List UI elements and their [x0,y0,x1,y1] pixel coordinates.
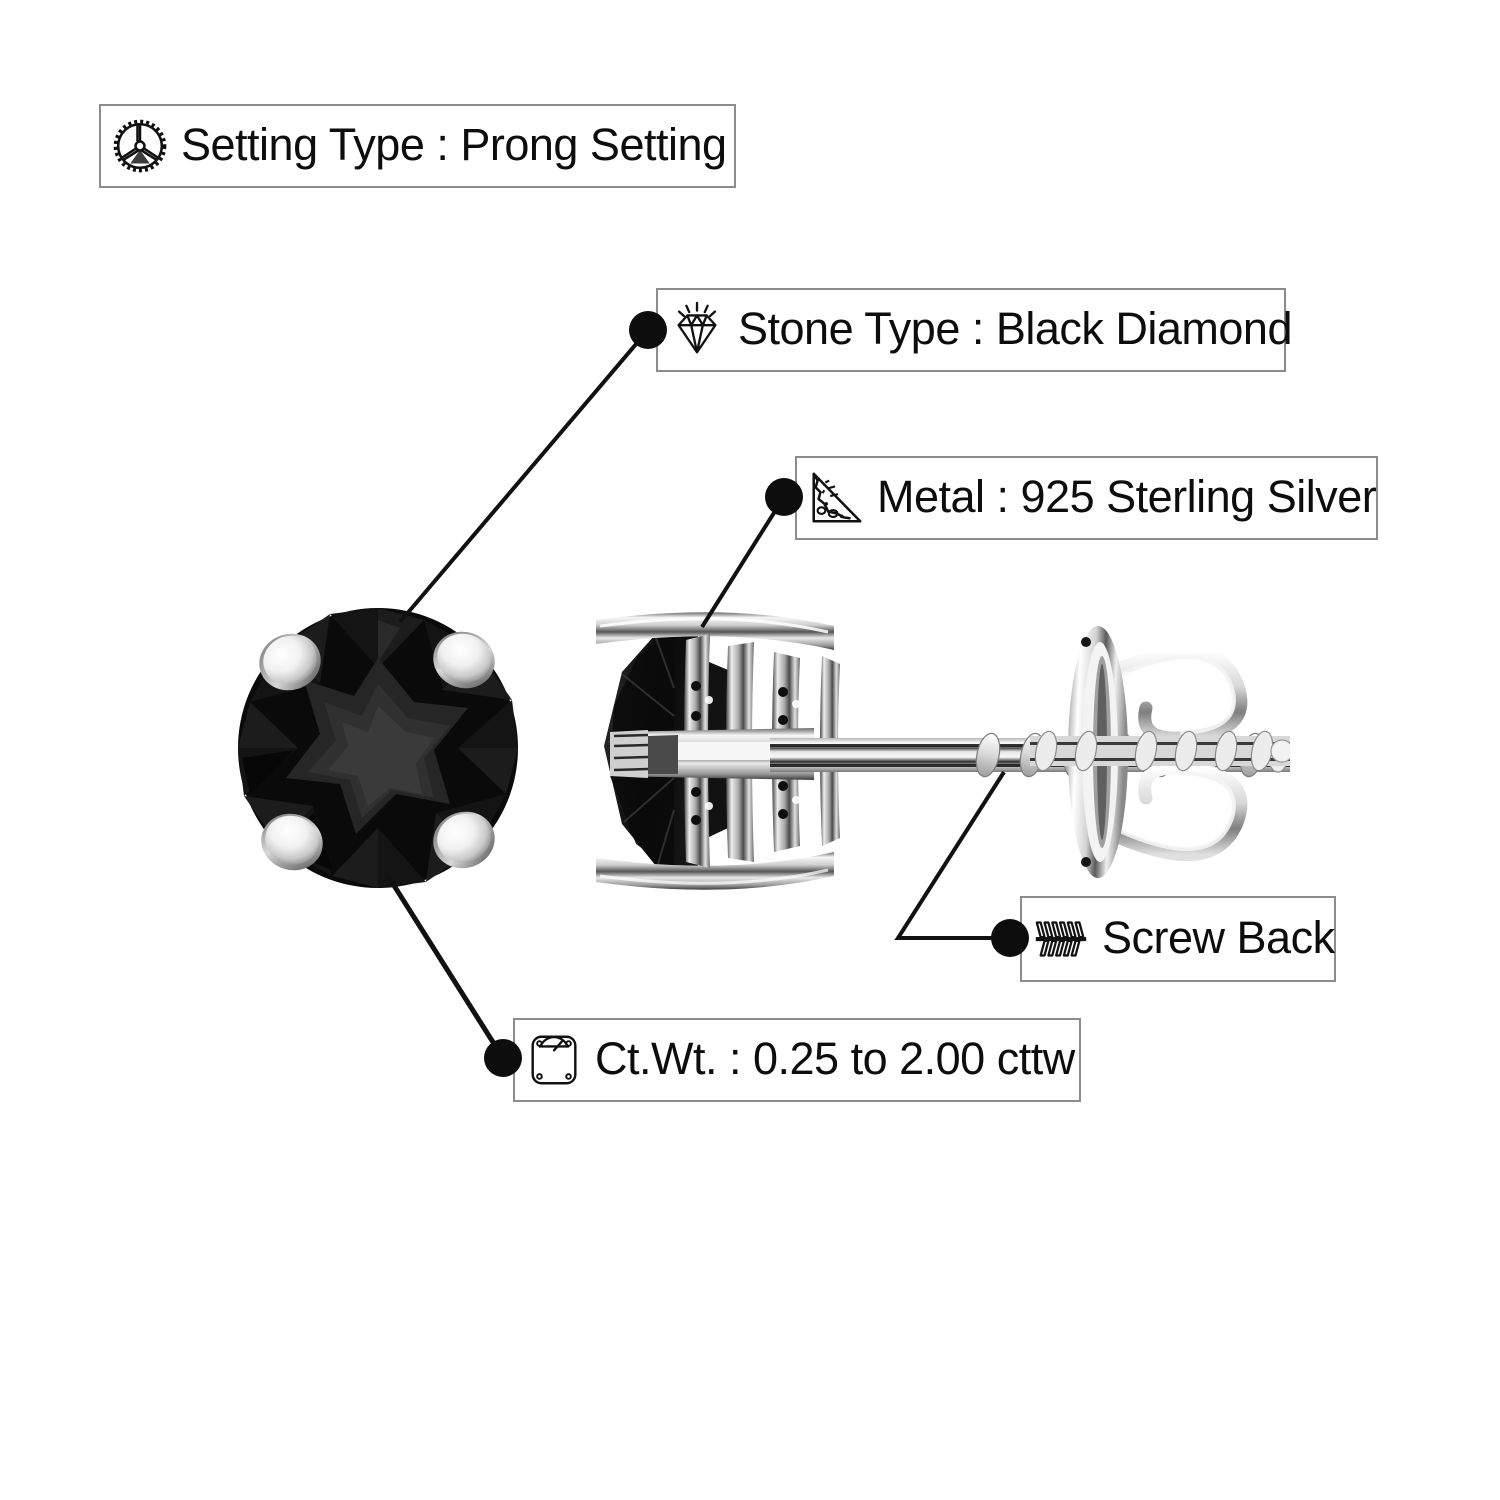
product-top-view [238,608,518,888]
callout-dot-metal [765,478,803,516]
callout-label-metal: Metal : 925 Sterling Silver [877,470,1377,522]
callout-dot-carat-weight [484,1039,522,1077]
callout-label-stone-type: Stone Type : Black Diamond [738,302,1292,354]
diamond-gem-icon [677,301,717,354]
callout-setting-type[interactable]: Setting Type : Prong Setting [99,104,736,188]
leader-carat-weight [385,874,506,1060]
weight-scale-icon [531,1035,577,1085]
product-side-view [596,612,840,890]
callout-metal[interactable]: Metal : 925 Sterling Silver [795,456,1378,540]
callout-dot-screw-back [991,919,1029,957]
callout-label-screw-back: Screw Back [1102,911,1335,963]
prong-wheel-icon [113,119,167,173]
screw-thread-icon [1035,921,1087,957]
ore-deposit-icon [812,472,862,523]
callout-stone-type[interactable]: Stone Type : Black Diamond [656,288,1292,372]
callout-label-setting-type: Setting Type : Prong Setting [181,118,727,170]
product-screw-back [1030,626,1290,878]
callout-carat-weight[interactable]: Ct.Wt. : 0.25 to 2.00 cttw [513,1018,1081,1102]
callout-label-carat-weight: Ct.Wt. : 0.25 to 2.00 cttw [595,1032,1075,1084]
callout-screw-back[interactable]: Screw Back [1020,896,1336,982]
leader-stone-type [398,328,650,624]
callout-dot-stone-type [629,311,667,349]
